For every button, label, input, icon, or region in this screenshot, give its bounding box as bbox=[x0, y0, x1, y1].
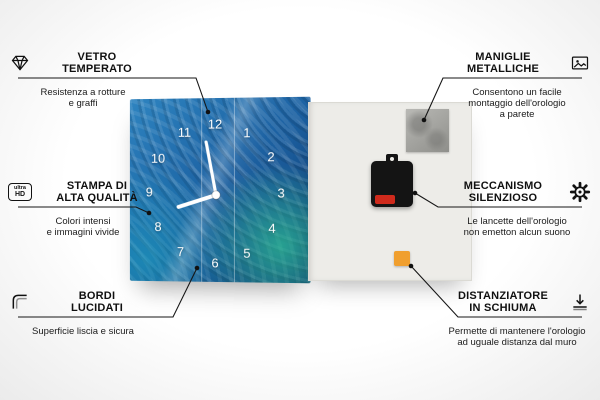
callout-title: ALTA QUALITÀ bbox=[56, 192, 138, 204]
callout-title: BORDI bbox=[78, 289, 116, 302]
callout-title: IN SCHIUMA bbox=[469, 302, 537, 314]
callout-subtitle: a parete bbox=[499, 109, 535, 120]
callout-foam-spacer: DISTANZIATORE IN SCHIUMA Permette di man… bbox=[442, 287, 592, 348]
callout-subtitle: Superficie liscia e sicura bbox=[32, 326, 134, 337]
polished-corner-icon bbox=[8, 290, 32, 314]
callout-subtitle: montaggio dell'orologio bbox=[468, 98, 566, 109]
callout-title: STAMPA DI bbox=[66, 179, 128, 192]
spacer-arrow-icon bbox=[568, 290, 592, 314]
callout-title: LUCIDATI bbox=[70, 302, 124, 314]
callout-hd-print: ultra HD STAMPA DI ALTA QUALITÀ Colori i… bbox=[8, 177, 158, 238]
callout-title: DISTANZIATORE bbox=[458, 289, 548, 302]
foam-spacer bbox=[394, 251, 410, 266]
callout-silent-mechanism: MECCANISMO SILENZIOSO Le lancette dell'o… bbox=[442, 177, 592, 238]
callout-subtitle: ad uguale distanza dal muro bbox=[457, 337, 577, 348]
clock-front-panel: 12 1 2 3 4 5 6 7 8 9 10 11 bbox=[129, 96, 311, 284]
ultra-hd-icon: ultra HD bbox=[8, 180, 32, 204]
callout-subtitle: Le lancette dell'orologio bbox=[467, 216, 567, 227]
ultra-hd-icon-text: HD bbox=[14, 191, 26, 199]
clock-hands bbox=[130, 140, 311, 284]
callout-subtitle: e immagini vivide bbox=[46, 227, 120, 238]
callout-title: MANIGLIE bbox=[475, 50, 531, 63]
callout-polished-edges: BORDI LUCIDATI Superficie liscia e sicur… bbox=[8, 287, 158, 337]
ultra-hd-icon-text: ultra bbox=[14, 184, 26, 191]
callout-title: MECCANISMO bbox=[463, 179, 543, 192]
callout-tempered-glass: VETRO TEMPERATO Resistenza a rotture e g… bbox=[8, 48, 158, 109]
picture-frame-icon bbox=[568, 51, 592, 75]
callout-subtitle: e graffi bbox=[68, 98, 98, 109]
battery bbox=[375, 195, 395, 204]
clock-back-panel bbox=[308, 102, 472, 281]
callout-subtitle: non emetton alcun suono bbox=[463, 227, 571, 238]
callout-title: TEMPERATO bbox=[62, 63, 132, 75]
callout-title: METALLICHE bbox=[466, 63, 540, 75]
gear-icon bbox=[568, 180, 592, 204]
diamond-icon bbox=[8, 51, 32, 75]
callout-subtitle: Permette di mantenere l'orologio bbox=[448, 326, 586, 337]
callout-metal-handles: MANIGLIE METALLICHE Consentono un facile… bbox=[442, 48, 592, 120]
callout-title: VETRO bbox=[77, 50, 117, 63]
callout-subtitle: Colori intensi bbox=[55, 216, 111, 227]
clock-mechanism bbox=[371, 154, 413, 207]
callout-subtitle: Resistenza a rotture bbox=[40, 87, 126, 98]
callout-subtitle: Consentono un facile bbox=[472, 87, 562, 98]
callout-title: SILENZIOSO bbox=[468, 192, 538, 204]
hanger-hook bbox=[386, 154, 398, 164]
